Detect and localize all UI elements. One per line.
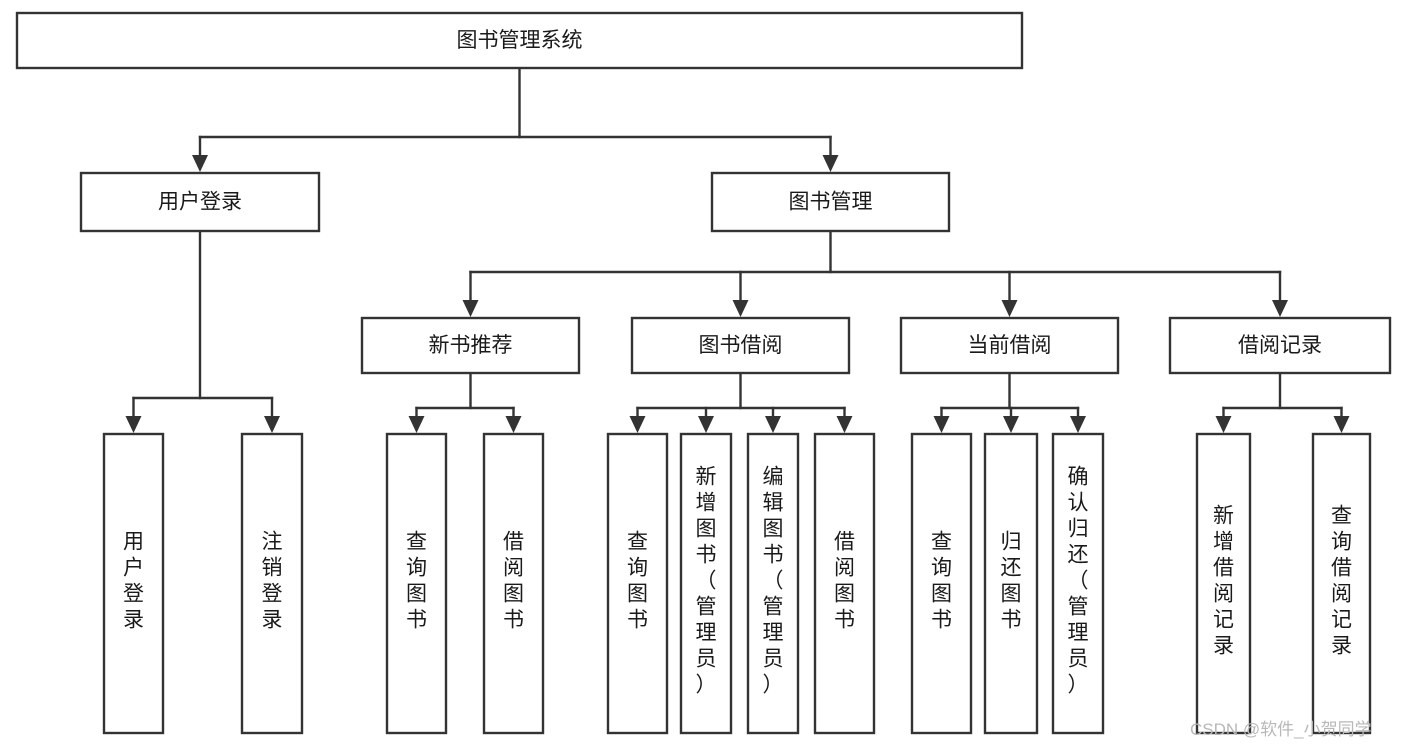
node-box[interactable] <box>1195 432 1252 735</box>
node-label: 确认归还（管理员） <box>1068 466 1089 697</box>
connector-group-user-login <box>125 229 280 433</box>
arrow-head-icon <box>836 416 853 433</box>
arrow-head-icon <box>264 416 280 433</box>
node-book-manage[interactable]: 图书管理 <box>710 171 951 233</box>
node-box[interactable] <box>1051 432 1105 735</box>
arrow-head-icon <box>125 416 142 433</box>
node-label: 归还图书 <box>1001 531 1022 632</box>
node-box[interactable] <box>360 316 581 375</box>
node-box[interactable] <box>710 171 951 233</box>
node-leaf-query-book-1[interactable]: 查询图书 <box>385 432 448 735</box>
node-label: 借阅图书 <box>503 531 524 632</box>
node-box[interactable] <box>102 432 165 735</box>
node-new-book-rec[interactable]: 新书推荐 <box>360 316 581 375</box>
node-current-borrow[interactable]: 当前借阅 <box>899 316 1120 375</box>
node-label: 借阅图书 <box>834 531 855 632</box>
node-box[interactable] <box>606 432 669 735</box>
arrow-head-icon <box>505 416 522 433</box>
node-borrow-record[interactable]: 借阅记录 <box>1168 316 1392 375</box>
node-user-login[interactable]: 用户登录 <box>79 171 321 233</box>
node-box[interactable] <box>240 432 304 735</box>
connector-group-root <box>192 66 839 172</box>
node-leaf-edit-book[interactable]: 编辑图书（管理员） <box>746 432 800 735</box>
node-box[interactable] <box>746 432 800 735</box>
arrow-head-icon <box>462 300 479 317</box>
node-box[interactable] <box>15 11 1024 70</box>
node-label: 查询图书 <box>931 531 952 632</box>
node-leaf-add-book[interactable]: 新增图书（管理员） <box>679 432 733 735</box>
arrow-head-icon <box>1070 416 1086 433</box>
arrow-head-icon <box>732 300 749 317</box>
connector-group-current-borrow <box>933 371 1086 433</box>
node-label: 编辑图书（管理员） <box>763 466 784 697</box>
node-label: 查询借阅记录 <box>1331 505 1352 658</box>
arrow-head-icon <box>765 416 781 433</box>
node-label: 当前借阅 <box>968 334 1052 357</box>
node-label: 用户登录 <box>158 191 242 214</box>
node-leaf-borrow-book-1[interactable]: 借阅图书 <box>482 432 545 735</box>
node-box[interactable] <box>79 171 321 233</box>
node-box[interactable] <box>813 432 876 735</box>
arrow-head-icon <box>1003 416 1019 433</box>
node-label: 借阅记录 <box>1238 334 1322 357</box>
arrow-head-icon <box>1215 416 1232 433</box>
node-box[interactable] <box>630 316 851 375</box>
node-leaf-borrow-book-2[interactable]: 借阅图书 <box>813 432 876 735</box>
arrow-head-icon <box>1272 300 1288 317</box>
node-box[interactable] <box>679 432 733 735</box>
node-book-borrow[interactable]: 图书借阅 <box>630 316 851 375</box>
connectors-layer <box>125 66 1350 433</box>
node-box[interactable] <box>899 316 1120 375</box>
node-box[interactable] <box>1311 432 1372 735</box>
node-label: 查询图书 <box>627 531 648 632</box>
node-leaf-return-book[interactable]: 归还图书 <box>983 432 1039 735</box>
arrow-head-icon <box>933 416 950 433</box>
node-label: 用户登录 <box>123 531 144 632</box>
node-label: 新增借阅记录 <box>1213 505 1234 658</box>
arrow-head-icon <box>629 416 646 433</box>
node-label: 新书推荐 <box>429 334 513 357</box>
node-leaf-add-record[interactable]: 新增借阅记录 <box>1195 432 1252 735</box>
node-label: 新增图书（管理员） <box>696 466 717 697</box>
connector-group-new-book-rec <box>408 371 522 433</box>
arrow-head-icon <box>408 416 425 433</box>
node-box[interactable] <box>1168 316 1392 375</box>
node-box[interactable] <box>482 432 545 735</box>
node-leaf-query-book-3[interactable]: 查询图书 <box>910 432 973 735</box>
node-label: 图书管理 <box>789 191 873 214</box>
node-leaf-query-record[interactable]: 查询借阅记录 <box>1311 432 1372 735</box>
arrow-head-icon <box>1333 416 1350 433</box>
connector-group-book-borrow <box>629 371 853 433</box>
arrow-head-icon <box>822 155 839 172</box>
arrow-head-icon <box>192 155 208 172</box>
node-box[interactable] <box>983 432 1039 735</box>
connector-group-borrow-record <box>1215 371 1350 433</box>
node-label: 图书借阅 <box>699 334 783 357</box>
node-root[interactable]: 图书管理系统 <box>15 11 1024 70</box>
node-label: 注销登录 <box>262 531 283 632</box>
node-leaf-logout[interactable]: 注销登录 <box>240 432 304 735</box>
node-label: 查询图书 <box>406 531 427 632</box>
node-leaf-user-login[interactable]: 用户登录 <box>102 432 165 735</box>
arrow-head-icon <box>698 416 714 433</box>
node-label: 图书管理系统 <box>457 29 583 52</box>
node-box[interactable] <box>910 432 973 735</box>
nodes-layer: 图书管理系统用户登录图书管理新书推荐图书借阅当前借阅借阅记录用户登录注销登录查询… <box>15 11 1392 735</box>
node-leaf-confirm-return[interactable]: 确认归还（管理员） <box>1051 432 1105 735</box>
arrow-head-icon <box>1001 300 1018 317</box>
node-leaf-query-book-2[interactable]: 查询图书 <box>606 432 669 735</box>
node-box[interactable] <box>385 432 448 735</box>
connector-group-book-manage <box>462 229 1288 317</box>
